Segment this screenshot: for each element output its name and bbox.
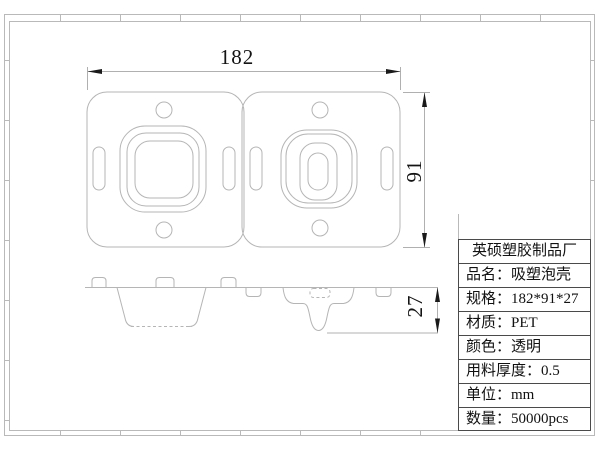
plan-right-pocket-inner xyxy=(307,152,329,191)
side-pocket-2 xyxy=(375,287,392,297)
titleblock-material: 材质：PET xyxy=(459,312,590,336)
title-block: 英硕塑胶制品厂 品名：吸塑泡壳 规格：182*91*27 材质：PET 颜色：透… xyxy=(458,239,591,431)
titleblock-color: 颜色：透明 xyxy=(459,336,590,360)
dim-height-arrow-top xyxy=(422,92,427,107)
titleblock-unit: 单位：mm xyxy=(459,384,590,408)
dim-height-label: 91 xyxy=(402,159,426,183)
plan-left-east-slot xyxy=(222,146,236,191)
side-deep-cavity-profile xyxy=(282,287,355,332)
plan-right-recess-inner xyxy=(285,133,353,204)
plan-right-cavity-outline xyxy=(241,91,401,248)
dim-width-arrow-right xyxy=(386,69,401,74)
titleblock-quantity: 数量：50000pcs xyxy=(466,411,569,427)
frame-zone-ticks xyxy=(4,14,595,436)
plan-left-west-slot xyxy=(92,146,106,191)
plan-left-recess-middle xyxy=(126,132,200,207)
titleblock-factory-name: 英硕塑胶制品厂 xyxy=(459,240,590,264)
side-pocket-1 xyxy=(245,287,262,297)
dim-width-label: 182 xyxy=(219,45,255,69)
plan-left-cavity-outline xyxy=(86,91,245,248)
side-cavity-right-wall xyxy=(188,287,207,327)
plan-right-bottom-hole xyxy=(311,219,329,237)
plan-right-pocket-outer xyxy=(299,142,338,201)
dim-width-arrow-left xyxy=(87,69,102,74)
side-view xyxy=(85,277,438,332)
plan-right-west-slot xyxy=(249,146,263,191)
dim-height-arrow-bottom xyxy=(422,233,427,248)
plan-left-bottom-hole xyxy=(155,221,173,239)
plan-right-top-hole xyxy=(311,101,329,119)
side-cavity-left-wall xyxy=(116,287,135,327)
plan-left-recess-outer xyxy=(119,125,207,213)
dim-depth-arrow-bottom xyxy=(435,318,440,333)
side-tab-1 xyxy=(91,277,107,288)
dim-depth-label: 27 xyxy=(403,294,427,318)
plan-left-top-hole xyxy=(155,101,173,119)
plan-left-recess-inner xyxy=(134,140,194,199)
plan-right-recess-outer xyxy=(280,129,358,209)
side-hidden-feature xyxy=(309,288,331,298)
titleblock-spec: 规格：182*91*27 xyxy=(459,288,590,312)
titleblock-thickness: 用料厚度：0.5 xyxy=(459,360,590,384)
dimension-arrowheads xyxy=(87,69,440,333)
plan-view xyxy=(86,91,401,248)
dimension-lines xyxy=(87,67,438,334)
titleblock-product-name: 品名：吸塑泡壳 xyxy=(459,264,590,288)
plan-right-east-slot xyxy=(380,146,394,191)
frame-outer-border xyxy=(4,14,595,436)
side-tab-2 xyxy=(155,277,175,288)
sheet-frame xyxy=(4,14,595,436)
side-tab-3 xyxy=(220,277,237,288)
dim-depth-arrow-top xyxy=(435,287,440,302)
